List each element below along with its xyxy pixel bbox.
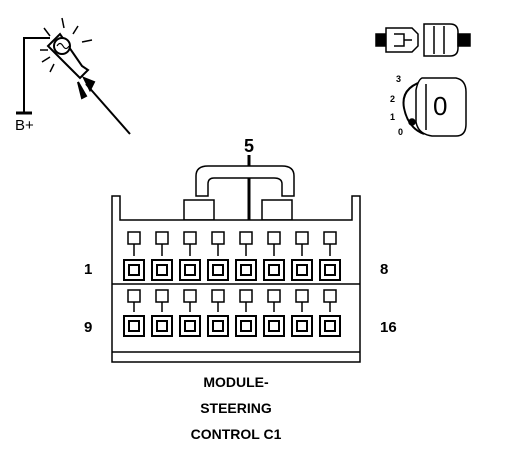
connector-cavity bbox=[263, 231, 285, 281]
connector-disconnect-icon bbox=[375, 23, 471, 57]
connector-cavity bbox=[151, 289, 173, 337]
row2-first-pin: 9 bbox=[84, 319, 93, 336]
connector-cavity bbox=[123, 231, 145, 281]
ignition-position-2: 2 bbox=[390, 94, 396, 104]
row2-last-pin: 16 bbox=[380, 319, 397, 336]
connector-cavity bbox=[179, 289, 201, 337]
test-light-icon bbox=[16, 17, 131, 135]
connector-cavity bbox=[207, 289, 229, 337]
connector-cavity bbox=[319, 231, 341, 281]
row1-last-pin: 8 bbox=[380, 261, 389, 278]
caption-line-1: MODULE- bbox=[203, 374, 269, 390]
callout-pin-number: 5 bbox=[244, 136, 255, 156]
connector-cavity bbox=[123, 289, 145, 337]
connector-cavity bbox=[291, 289, 313, 337]
connector-cavities bbox=[123, 231, 341, 337]
supply-label: B+ bbox=[15, 117, 34, 134]
key-position-label: 0 bbox=[433, 91, 448, 121]
row1-first-pin: 1 bbox=[84, 261, 93, 278]
connector-cavity bbox=[179, 231, 201, 281]
ignition-position-0: 0 bbox=[398, 127, 404, 137]
ignition-key-icon bbox=[402, 77, 467, 137]
caption-line-2: STEERING bbox=[200, 400, 272, 416]
caption-line-3: CONTROL C1 bbox=[190, 426, 282, 442]
connector-cavity bbox=[319, 289, 341, 337]
connector-cavity bbox=[235, 231, 257, 281]
connector-cavity bbox=[263, 289, 285, 337]
ignition-position-1: 1 bbox=[390, 112, 396, 122]
connector-cavity bbox=[235, 289, 257, 337]
connector-cavity bbox=[207, 231, 229, 281]
connector-cavity bbox=[291, 231, 313, 281]
connector-cavity bbox=[151, 231, 173, 281]
ignition-position-3: 3 bbox=[396, 74, 402, 84]
